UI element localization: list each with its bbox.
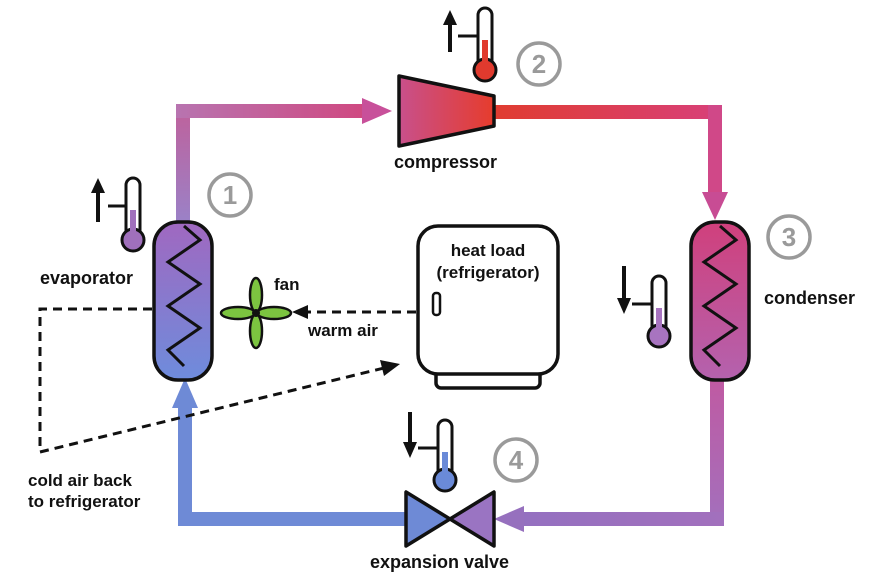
pipe-bottom-to-valve <box>518 512 724 526</box>
pipe-condenser-down <box>710 378 724 526</box>
pipe-up-to-evaporator <box>178 404 192 526</box>
compressor: compressor <box>394 74 497 172</box>
svg-text:2: 2 <box>532 49 546 79</box>
refrigerator-label: (refrigerator) <box>437 263 540 282</box>
refrigerator: heat load (refrigerator) <box>416 224 560 390</box>
thermometer-stage-4 <box>403 412 458 493</box>
arrow-right-icon <box>380 360 400 376</box>
cold-air-label-line2: to refrigerator <box>28 492 141 511</box>
compressor-label: compressor <box>394 152 497 172</box>
condenser-label: condenser <box>764 288 855 308</box>
evaporator-label: evaporator <box>40 268 133 288</box>
pipe-valve-out <box>178 512 408 526</box>
arrow-into-condenser <box>702 192 728 220</box>
arrow-up-icon <box>91 178 105 222</box>
stage-badge-3: 3 <box>766 214 812 260</box>
pipe-evaporator-up <box>176 104 190 224</box>
arrow-up-icon <box>443 10 457 52</box>
stage-badge-4: 4 <box>493 437 539 483</box>
arrow-into-evaporator <box>172 378 198 408</box>
thermometer-stage-2 <box>443 6 498 83</box>
valve-left-triangle <box>404 490 452 548</box>
svg-text:4: 4 <box>509 445 524 475</box>
evaporator-coil <box>165 224 203 368</box>
arrow-into-compressor <box>362 98 392 124</box>
expansion-valve-label: expansion valve <box>370 552 509 572</box>
compressor-body <box>397 74 496 148</box>
svg-text:3: 3 <box>782 222 796 252</box>
pipe-compressor-out <box>494 105 722 119</box>
arrow-down-icon <box>403 412 417 458</box>
valve-right-triangle <box>448 490 496 548</box>
arrow-into-valve <box>494 506 524 532</box>
condenser-body <box>689 220 751 382</box>
expansion-valve: expansion valve <box>370 490 509 572</box>
pipe-top-to-compressor <box>176 104 368 118</box>
refrigerator-body <box>416 224 560 376</box>
thermometer-stage-1 <box>91 176 146 253</box>
arrow-left-icon <box>292 305 308 319</box>
warm-air-label: warm air <box>307 321 378 340</box>
cold-air-label-line1: cold air back <box>28 471 132 490</box>
warm-air-flow: warm air <box>292 305 416 340</box>
fan-label: fan <box>274 275 300 294</box>
evaporator: evaporator <box>40 220 214 382</box>
stage-badge-1: 1 <box>207 172 253 218</box>
svg-text:1: 1 <box>223 180 237 210</box>
heat-load-label: heat load <box>451 241 526 260</box>
arrow-down-icon <box>617 266 631 314</box>
condenser: condenser <box>689 220 855 382</box>
condenser-coil <box>701 224 739 368</box>
refrigerator-handle <box>431 291 442 317</box>
refrigerant-loop <box>172 98 728 532</box>
evaporator-body <box>152 220 214 382</box>
stage-badge-2: 2 <box>516 41 562 87</box>
thermometer-stage-3 <box>617 266 672 349</box>
pipe-down-to-condenser <box>708 105 722 195</box>
cold-air-flow: cold air back to refrigerator <box>28 307 400 511</box>
fan-icon <box>219 276 293 350</box>
